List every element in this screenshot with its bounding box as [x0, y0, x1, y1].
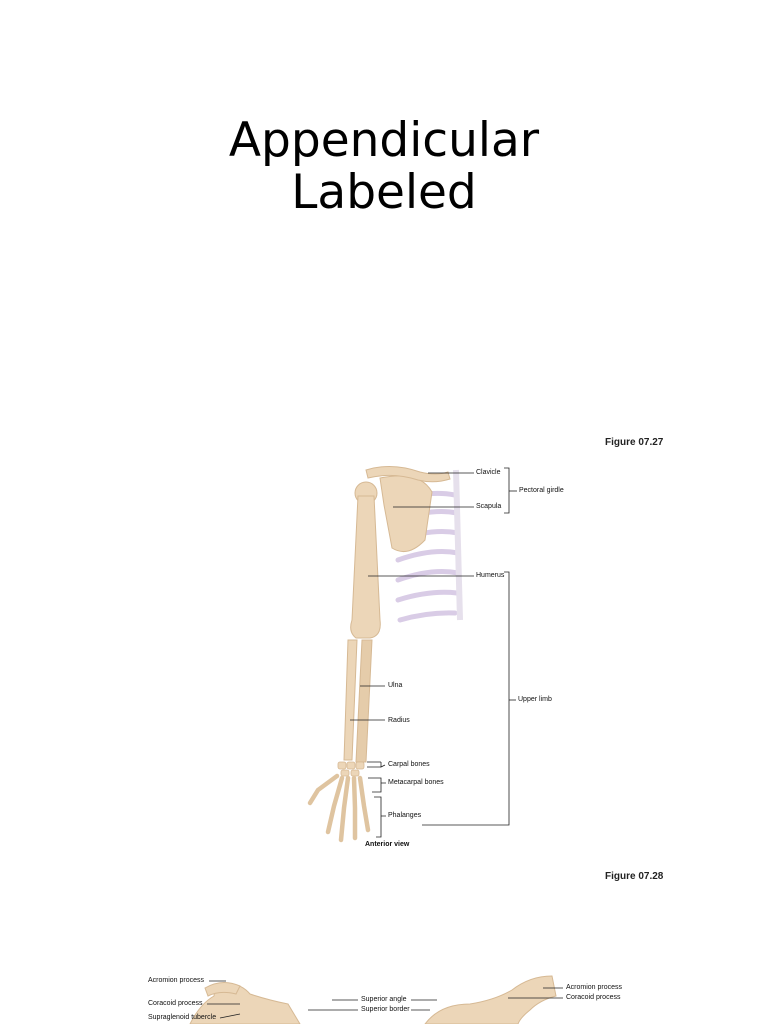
label-coracoid-process-right: Coracoid process: [566, 994, 621, 1001]
label-acromion-process-right: Acromion process: [566, 984, 623, 991]
right-scapula-bone: [424, 975, 557, 1024]
humerus-bone: [350, 495, 381, 639]
label-pectoral-girdle: Pectoral girdle: [519, 487, 564, 494]
sternum-edge: [453, 469, 463, 621]
hand-bones-illustration: [307, 773, 371, 843]
label-ulna: Ulna: [388, 682, 403, 689]
radius-bone: [355, 639, 373, 763]
label-scapula: Scapula: [476, 503, 502, 510]
carpal-bones-illustration: [337, 761, 365, 777]
label-radius: Radius: [388, 717, 410, 724]
label-clavicle: Clavicle: [476, 469, 501, 476]
scapula-illustration: [189, 975, 557, 1024]
label-phalanges: Phalanges: [388, 812, 422, 819]
slide-title-line-1: Appendicular: [228, 113, 540, 168]
clavicle-bone: [365, 466, 451, 483]
ulna-bone: [343, 639, 358, 761]
label-acromion-process-left: Acromion process: [148, 977, 205, 984]
figure-number-27: Figure 07.27: [605, 437, 664, 448]
label-coracoid-process-left: Coracoid process: [148, 1000, 203, 1007]
label-superior-angle: Superior angle: [361, 996, 407, 1003]
label-carpal-bones: Carpal bones: [388, 761, 430, 768]
left-acromion-bone: [204, 982, 241, 997]
label-superior-border: Superior border: [361, 1006, 410, 1013]
figure-28-leader-lines: [207, 980, 563, 1019]
figure-27-leader-lines: [350, 467, 517, 838]
slide-title-line-2: Labeled: [291, 165, 477, 220]
label-metacarpal-bones: Metacarpal bones: [388, 779, 444, 786]
label-anterior-view: Anterior view: [365, 841, 410, 848]
label-humerus: Humerus: [476, 572, 505, 579]
label-upper-limb: Upper limb: [518, 696, 552, 703]
figure-number-28: Figure 07.28: [605, 871, 664, 882]
label-supraglenoid-tubercle: Supraglenoid tubercle: [148, 1014, 217, 1021]
scapula-bone: [379, 475, 433, 553]
